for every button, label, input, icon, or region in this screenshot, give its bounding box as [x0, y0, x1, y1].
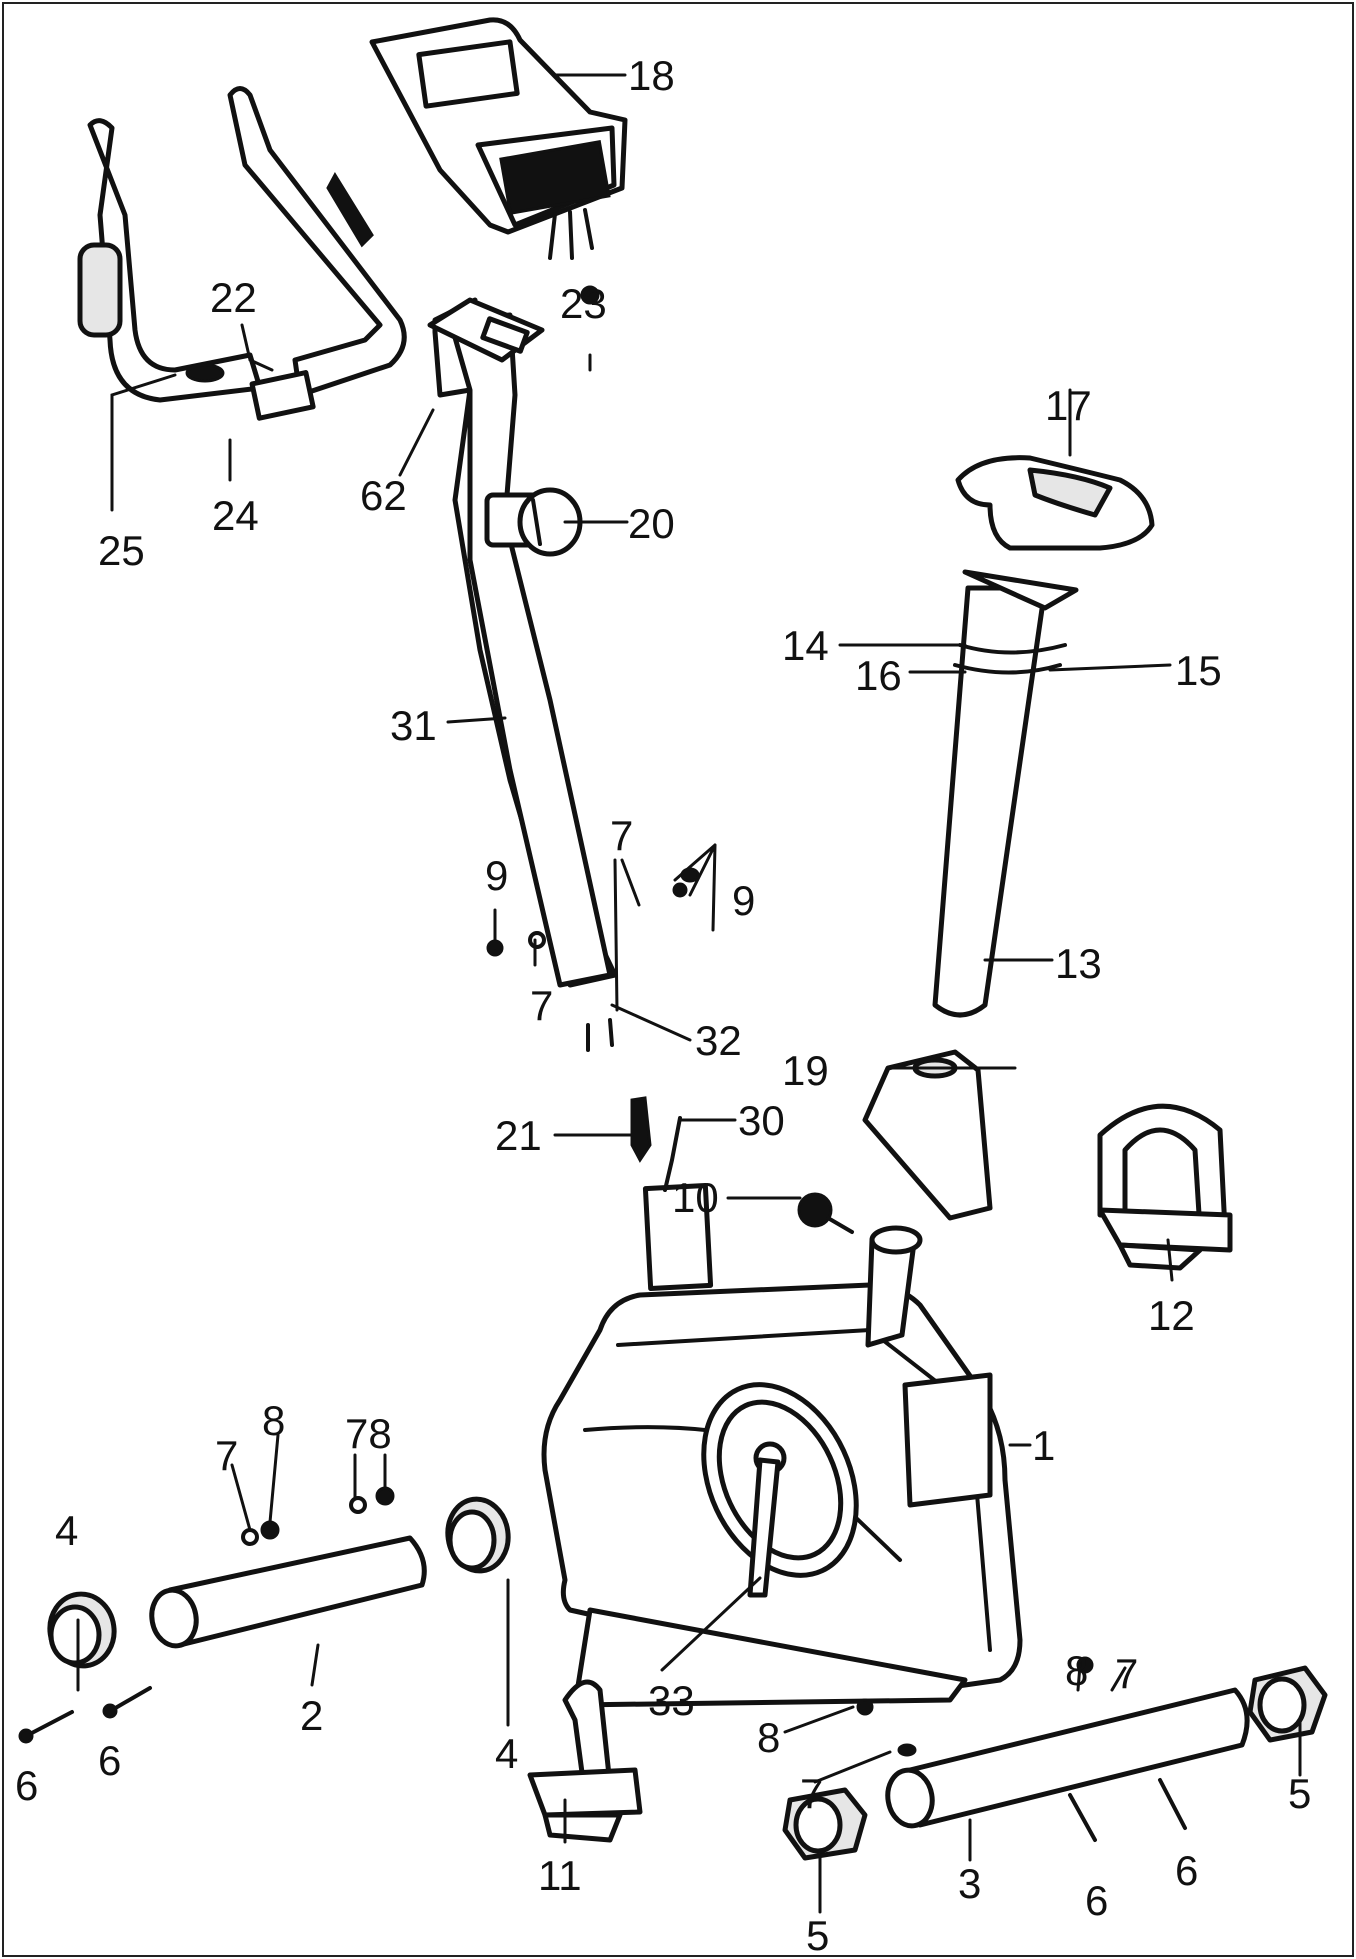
callout-7-left: 7 — [215, 1432, 238, 1479]
callout-13: 13 — [1055, 940, 1102, 987]
callout-33: 33 — [648, 1677, 695, 1724]
callout-22: 22 — [210, 274, 257, 321]
part-31-upright-post — [427, 297, 618, 988]
callout-7-bottom: 7 — [530, 982, 553, 1029]
callout-32: 32 — [695, 1017, 742, 1064]
callout-6-d: 6 — [1175, 1847, 1198, 1894]
callout-12: 12 — [1148, 1292, 1195, 1339]
part-3-rear-stabilizer — [885, 1687, 1250, 1829]
part-2-front-stabilizer — [149, 1535, 427, 1649]
callout-3: 3 — [958, 1860, 981, 1907]
part-17-seat — [955, 455, 1155, 551]
callout-62: 62 — [360, 472, 407, 519]
callout-7-top: 7 — [610, 812, 633, 859]
callout-31: 31 — [390, 702, 437, 749]
callout-6-c: 6 — [1085, 1877, 1108, 1924]
callout-2: 2 — [300, 1692, 323, 1739]
leader-lines — [76, 73, 1302, 1914]
callout-9-right: 9 — [732, 877, 755, 924]
callout-8-right: 8 — [1065, 1647, 1088, 1694]
callout-78: 78 — [345, 1410, 392, 1457]
part-19-cover — [862, 1049, 993, 1221]
callout-4-right: 4 — [495, 1730, 518, 1777]
part-18-console — [369, 17, 628, 260]
callout-23: 23 — [560, 280, 607, 327]
callout-4-left: 4 — [55, 1507, 78, 1554]
callout-8-left: 8 — [262, 1397, 285, 1444]
callout-24: 24 — [212, 492, 259, 539]
callout-21: 21 — [495, 1112, 542, 1159]
callout-14: 14 — [782, 622, 829, 669]
part-10-knob — [797, 1192, 854, 1234]
part-20-tension-knob — [484, 487, 583, 557]
callout-19: 19 — [782, 1047, 829, 1094]
callout-18: 18 — [628, 52, 675, 99]
callout-10: 10 — [672, 1174, 719, 1221]
callout-9-left: 9 — [485, 852, 508, 899]
part-6-bolts — [18, 1686, 1187, 1842]
callout-5-right: 5 — [1288, 1770, 1311, 1817]
callout-20: 20 — [628, 500, 675, 547]
callout-15: 15 — [1175, 647, 1222, 694]
callout-25: 25 — [98, 527, 145, 574]
part-13-seat-post — [932, 569, 1079, 1018]
callout-7-right: 7 — [1115, 1650, 1138, 1697]
callout-30: 30 — [738, 1097, 785, 1144]
callout-5-bottom: 5 — [806, 1912, 829, 1959]
part-21-sensor — [630, 1096, 682, 1192]
callout-8-mid: 8 — [757, 1714, 780, 1761]
part-24-handlebar — [77, 86, 407, 421]
callout-6-b: 6 — [98, 1737, 121, 1784]
part-12-right-pedal — [1097, 1103, 1233, 1271]
part-5-rear-end-caps — [782, 1665, 1328, 1861]
part-1-main-frame — [541, 1182, 1023, 1708]
part-4-end-caps — [47, 1496, 511, 1669]
callout-11: 11 — [538, 1852, 582, 1899]
callout-17: 17 — [1045, 382, 1092, 429]
callout-labels: 18 22 25 24 62 20 23 31 7 9 9 7 32 13 17… — [15, 52, 1311, 1959]
callout-7-mid: 7 — [800, 1770, 823, 1817]
callout-16: 16 — [855, 652, 902, 699]
callout-6-a: 6 — [15, 1762, 38, 1809]
callout-1: 1 — [1032, 1422, 1055, 1469]
